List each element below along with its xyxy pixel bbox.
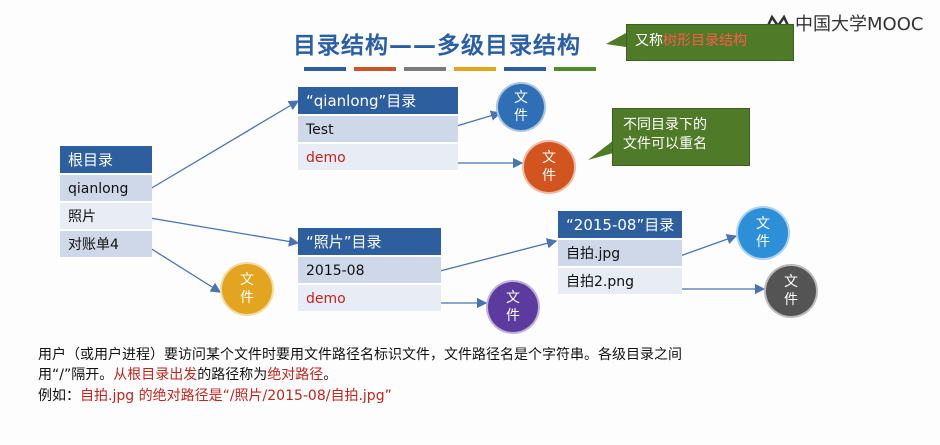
- title-stripe: [554, 67, 596, 71]
- callout-tail-tree: [606, 33, 626, 47]
- photo-entry-demo: demo: [298, 285, 441, 313]
- link-bill-file: [149, 247, 222, 293]
- photo-entry-201508: 2015-08: [298, 257, 441, 285]
- dir-201508-entry-selfie2: 自拍2.png: [558, 268, 682, 296]
- link-photo-dir: [149, 217, 300, 247]
- title-stripe: [404, 67, 446, 71]
- title-stripe: [354, 67, 396, 71]
- root-entry-qianlong: qianlong: [60, 175, 152, 203]
- page-title: 目录结构——多级目录结构: [293, 33, 581, 59]
- callout-tree-highlight: 树形目录结构: [663, 33, 747, 49]
- dir-201508-table: “2015-08”目录 自拍.jpg 自拍2.png: [558, 211, 682, 296]
- dir-201508-entry-selfie: 自拍.jpg: [558, 240, 682, 268]
- description-line-1: 用户（或用户进程）要访问某个文件时要用文件路径名标识文件，文件路径名是个字符串。…: [38, 347, 682, 363]
- file-circle-selfie2: 文件: [764, 264, 818, 318]
- qianlong-entry-test: Test: [298, 116, 458, 144]
- file-circle-bill: 文件: [220, 262, 274, 316]
- callout-rename-line1: 不同目录下的: [623, 117, 707, 133]
- callout-rename-line2: 文件可以重名: [623, 136, 707, 152]
- root-entry-photo: 照片: [60, 203, 152, 231]
- description-line-3: 例如：自拍.jpg 的绝对路径是“/照片/2015-08/自拍.jpg”: [38, 388, 392, 404]
- link-selfie-file: [679, 234, 738, 257]
- qianlong-directory-header: “qianlong”目录: [298, 87, 458, 116]
- description-line-2: 用“/”隔开。从根目录出发的路径称为绝对路径。: [38, 367, 338, 383]
- dir-201508-header: “2015-08”目录: [558, 211, 682, 240]
- root-directory-header: 根目录: [60, 146, 152, 175]
- title-stripe: [454, 67, 496, 71]
- file-circle-demo1: 文件: [522, 140, 576, 194]
- photo-directory-header: “照片”目录: [298, 228, 441, 257]
- callout-rename: 不同目录下的 文件可以重名: [612, 108, 750, 166]
- callout-tree-structure: 又称树形目录结构: [626, 24, 794, 61]
- root-entry-bill: 对账单4: [60, 231, 152, 259]
- mooc-logo-text: 中国大学MOOC: [795, 14, 924, 35]
- qianlong-directory-table: “qianlong”目录 Test demo: [298, 87, 458, 172]
- root-directory-table: 根目录 qianlong 照片 对账单4: [60, 146, 152, 259]
- qianlong-entry-demo: demo: [298, 144, 458, 172]
- file-circle-demo2: 文件: [486, 280, 540, 334]
- photo-directory-table: “照片”目录 2015-08 demo: [298, 228, 441, 313]
- title-stripe: [304, 67, 346, 71]
- title-stripe: [504, 67, 546, 71]
- link-qianlong-dir: [149, 100, 300, 190]
- link-201508-dir: [439, 238, 558, 272]
- file-circle-selfie: 文件: [736, 206, 790, 260]
- file-circle-test: 文件: [496, 82, 546, 132]
- callout-tree-prefix: 又称: [635, 33, 663, 49]
